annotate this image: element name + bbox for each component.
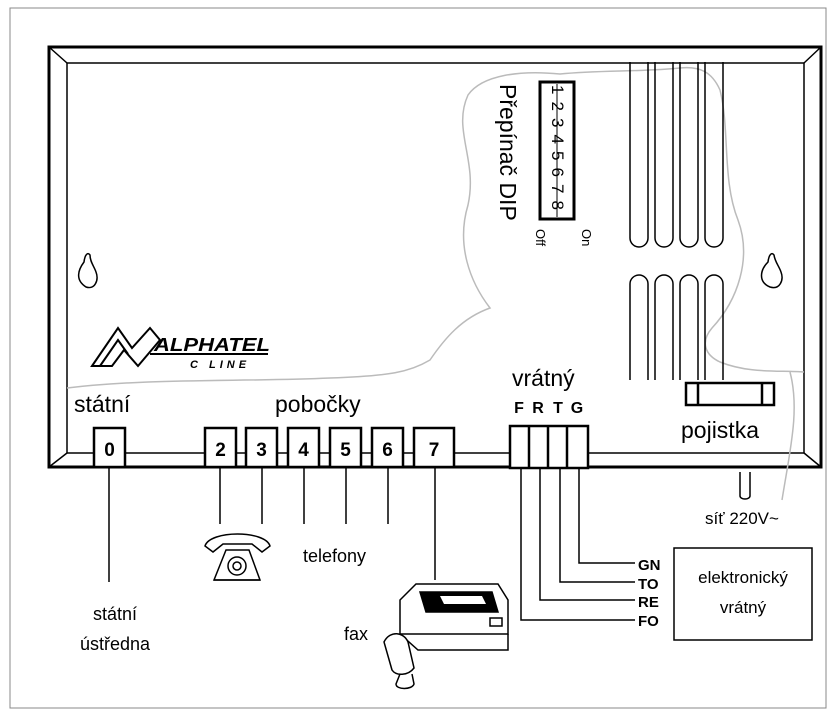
fax-icon xyxy=(383,583,509,690)
port-pobocka-3: 3 xyxy=(244,426,279,469)
vent-slots xyxy=(629,62,724,380)
alphatel-brand: ALPHATEL xyxy=(153,335,270,355)
svg-text:3: 3 xyxy=(256,440,267,461)
keyhole-left xyxy=(77,252,98,289)
alphatel-logo-mark xyxy=(90,326,162,368)
wire-label-fo: FO xyxy=(638,613,659,630)
wire-label-re: RE xyxy=(638,594,659,611)
door-header-letter: G xyxy=(571,400,583,417)
elektronicky-label-2: vrátný xyxy=(720,598,767,617)
dip-number: 5 xyxy=(548,151,567,160)
svg-text:7: 7 xyxy=(429,440,440,461)
dip-switch: 1 2 3 4 5 6 7 8 xyxy=(538,80,576,221)
fax-label: fax xyxy=(344,624,368,644)
port-statni-0: 0 xyxy=(92,426,127,469)
door-header-letter: R xyxy=(532,400,544,417)
wire-label-gn: GN xyxy=(638,557,661,574)
sit-label: síť 220V~ xyxy=(705,509,779,528)
port-pobocka-2: 2 xyxy=(203,426,238,469)
vratny-label: vrátný xyxy=(512,365,575,391)
door-header-letter: T xyxy=(553,400,563,417)
dip-off-label: Off xyxy=(533,229,548,246)
wire-label-to: TO xyxy=(638,576,659,593)
power-cord xyxy=(739,472,751,500)
dip-switch-label: Přepínač DIP xyxy=(495,84,521,221)
port-pobocka-7: 7 xyxy=(412,426,456,469)
port-pobocka-6: 6 xyxy=(370,426,405,469)
alphatel-sub: C LINE xyxy=(190,359,250,371)
statni-ustredna-label-2: ústředna xyxy=(80,634,151,654)
dip-on-label: On xyxy=(579,229,594,246)
telefony-label: telefony xyxy=(303,546,366,566)
statni-label: státní xyxy=(74,391,131,417)
keyhole-right xyxy=(760,252,783,289)
dip-number: 2 xyxy=(548,102,567,111)
door-terminal-block xyxy=(508,424,590,470)
svg-text:5: 5 xyxy=(340,440,351,461)
svg-text:6: 6 xyxy=(382,440,393,461)
svg-text:2: 2 xyxy=(215,440,226,461)
pojistka-label: pojistka xyxy=(681,417,759,443)
port-pobocka-5: 5 xyxy=(328,426,363,469)
statni-ustredna-label-1: státní xyxy=(93,604,137,624)
elektronicky-label-1: elektronický xyxy=(698,568,788,587)
dip-number: 6 xyxy=(548,168,567,177)
cutout-outline xyxy=(66,66,805,389)
port-pobocka-4: 4 xyxy=(286,426,321,469)
svg-text:0: 0 xyxy=(104,440,115,461)
wires xyxy=(108,467,635,621)
door-header-letter: F xyxy=(514,400,524,417)
dip-number: 8 xyxy=(548,201,567,210)
dip-number: 1 xyxy=(548,85,567,94)
alphatel-logo: ALPHATEL C LINE xyxy=(90,326,270,371)
telephone-icon xyxy=(204,533,271,581)
svg-text:4: 4 xyxy=(298,440,309,461)
door-header: F R T G xyxy=(514,400,583,417)
dip-number: 7 xyxy=(548,184,567,193)
fuse xyxy=(684,381,776,407)
pobocky-label: pobočky xyxy=(275,391,361,417)
elektronicky-vratny-box xyxy=(673,547,813,641)
power-cord-outline xyxy=(781,371,795,501)
dip-number: 4 xyxy=(548,135,567,144)
frame xyxy=(9,7,827,709)
dip-number: 3 xyxy=(548,118,567,127)
